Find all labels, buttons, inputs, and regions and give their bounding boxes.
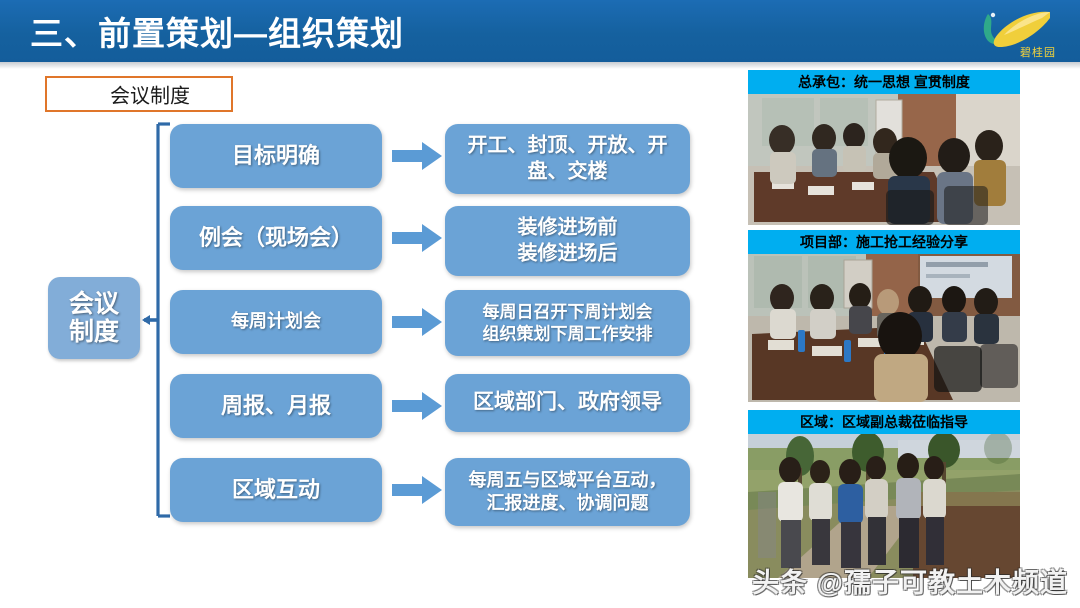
photo-caption: 区域：区域副总裁莅临指导 [748, 410, 1020, 434]
flow-node-left-label: 区域互动 [231, 476, 320, 502]
flow-node-right: 区域部门、政府领导 [445, 374, 690, 432]
photo-image [748, 434, 1020, 578]
flow-node-right: 每周日召开下周计划会组织策划下周工作安排 [445, 290, 690, 356]
flow-arrow-icon [392, 305, 444, 339]
flow-arrow-icon [392, 473, 444, 507]
photo-caption-text: 总承包：统一思想 宣贯制度 [798, 74, 970, 90]
flow-node-left-label: 周报、月报 [220, 392, 331, 418]
flow-node-left: 每周计划会 [170, 290, 382, 354]
photo-block: 总承包：统一思想 宣贯制度 [748, 70, 1020, 225]
photo-caption: 项目部：施工抢工经验分享 [748, 230, 1020, 254]
flow-arrow-icon [392, 389, 444, 423]
page-title: 三、前置策划—组织策划 [30, 15, 404, 52]
photo-block: 项目部：施工抢工经验分享 [748, 230, 1020, 402]
photo-caption-text: 项目部：施工抢工经验分享 [800, 234, 968, 250]
flow-node-right-label: 装修进场前装修进场后 [517, 216, 618, 264]
flow-node-left-label: 例会（现场会） [198, 224, 353, 250]
flow-arrow-icon [392, 221, 444, 255]
photo-caption: 总承包：统一思想 宣贯制度 [748, 70, 1020, 94]
flow-node-right: 装修进场前装修进场后 [445, 206, 690, 276]
flow-node-right-label: 区域部门、政府领导 [473, 390, 662, 414]
photo-image [748, 254, 1020, 402]
diagram-root-node: 会议制度 [48, 277, 140, 359]
flow-node-right: 每周五与区域平台互动，汇报进度、协调问题 [445, 458, 690, 526]
section-label-box: 会议制度 [45, 76, 233, 112]
watermark-text: 头条 @孺子可教土木频道 [752, 568, 1068, 598]
photo-block: 区域：区域副总裁莅临指导 [748, 410, 1020, 578]
photo-image [748, 94, 1020, 225]
flow-node-right-label: 开工、封顶、开放、开盘、交楼 [467, 134, 668, 182]
diagram-bracket [140, 120, 176, 520]
photo-caption-text: 区域：区域副总裁莅临指导 [800, 414, 968, 430]
flow-node-left: 例会（现场会） [170, 206, 382, 270]
brand-logo-icon [962, 6, 1058, 56]
header-shadow-strip [0, 62, 1080, 69]
flow-node-right-label: 每周五与区域平台互动，汇报进度、协调问题 [468, 469, 667, 513]
flow-node-right-label: 每周日召开下周计划会组织策划下周工作安排 [482, 302, 653, 343]
section-label-text: 会议制度 [110, 85, 190, 108]
flow-node-left: 区域互动 [170, 458, 382, 522]
flow-node-left: 目标明确 [170, 124, 382, 188]
flow-node-left-label: 目标明确 [231, 142, 320, 168]
flow-node-left-label: 每周计划会 [231, 311, 321, 332]
flow-node-left: 周报、月报 [170, 374, 382, 438]
brand-name: 碧桂园 [1020, 47, 1056, 59]
slide-header: 三、前置策划—组织策划 碧桂园 [0, 0, 1080, 62]
diagram-root-label: 会议制度 [68, 290, 119, 346]
flow-node-right: 开工、封顶、开放、开盘、交楼 [445, 124, 690, 194]
flow-arrow-icon [392, 139, 444, 173]
